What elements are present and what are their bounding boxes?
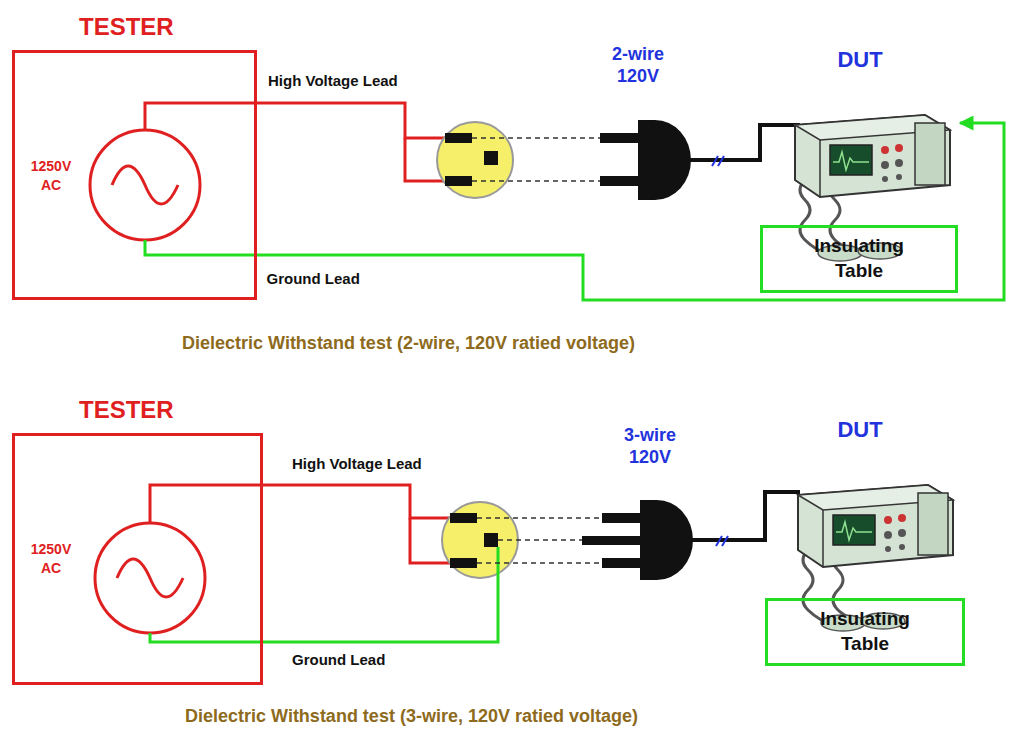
table-label: Insulating Table (805, 607, 925, 656)
voltage-label: 1250V AC (27, 157, 75, 195)
plug-label: 3-wire 120V (608, 425, 692, 468)
ground-lead (256, 123, 1005, 300)
lead-label: High Voltage Lead (266, 72, 400, 89)
device-under-test: DUT (760, 415, 960, 585)
insulating-table: Insulating Table (760, 225, 958, 293)
tester-title: TESTER (79, 13, 174, 41)
caption: Dielectric Withstand test (3-wire, 120V … (183, 706, 640, 727)
caption: Dielectric Withstand test (2-wire, 120V … (180, 333, 637, 354)
lead-label: Ground Lead (265, 270, 362, 287)
lead-label: Ground Lead (290, 651, 387, 668)
tester-title: TESTER (79, 396, 174, 424)
dut-title: DUT (760, 417, 960, 443)
table-label: Insulating Table (799, 234, 919, 283)
lead-label: High Voltage Lead (290, 455, 424, 472)
device-under-test: DUT (760, 45, 960, 215)
dut-title: DUT (760, 47, 960, 73)
plug-label: 2-wire 120V (596, 44, 680, 87)
tester-box: TESTER1250V AC (12, 433, 263, 685)
insulating-table: Insulating Table (765, 598, 965, 666)
tester-box: TESTER1250V AC (12, 50, 257, 300)
voltage-label: 1250V AC (27, 540, 75, 578)
